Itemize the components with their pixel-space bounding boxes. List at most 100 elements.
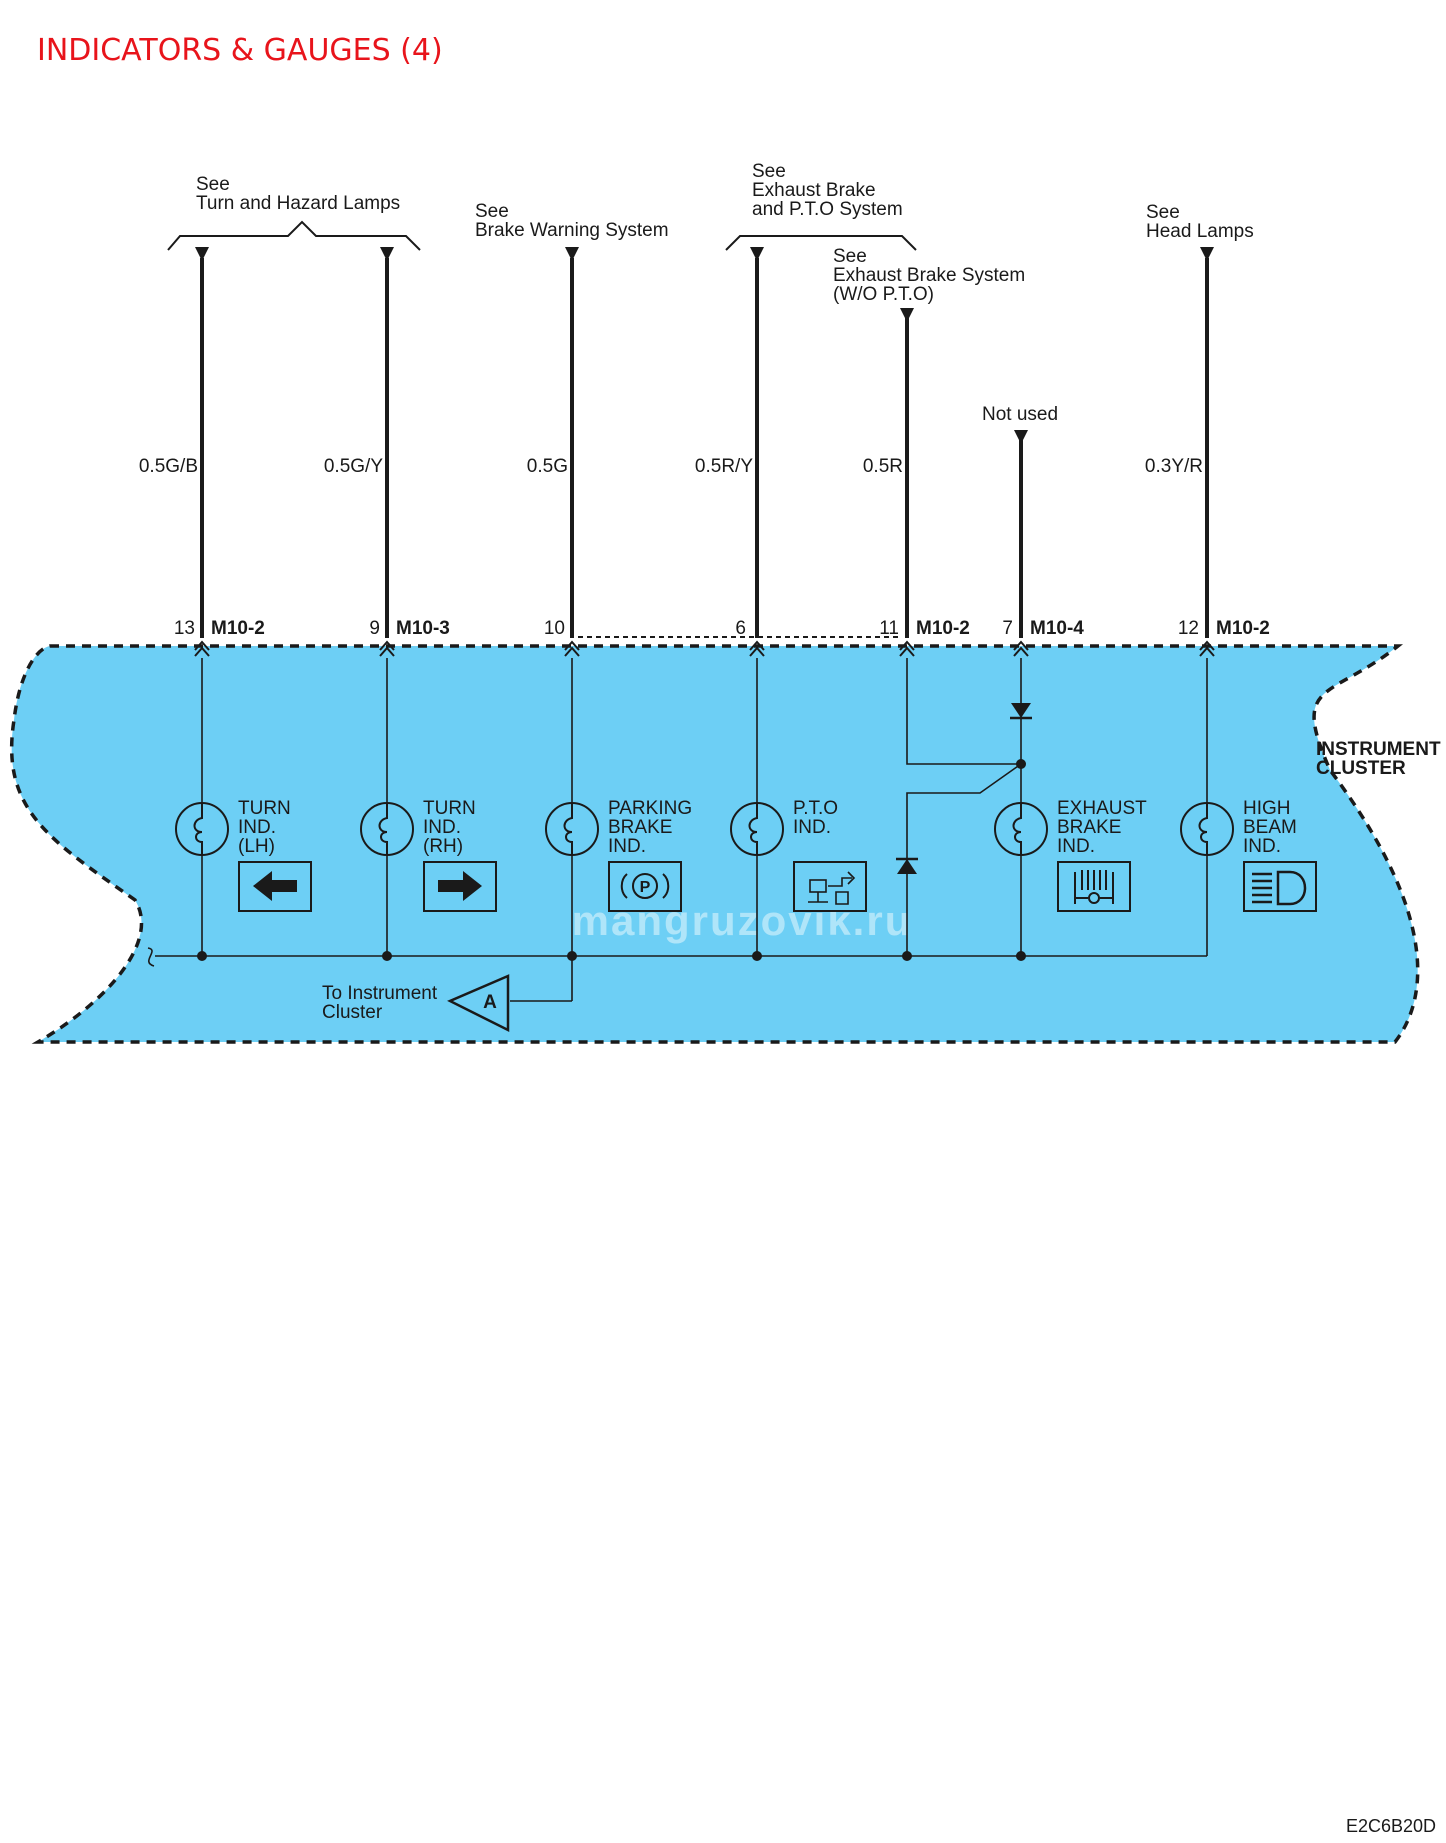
ref-brake-warning-system: Brake Warning System [475,220,669,241]
junction-dot [1016,759,1026,769]
pin-number: 6 [735,618,746,639]
ref-turn-hazard-system: Turn and Hazard Lamps [196,193,400,214]
ref-turn-hazard: See Turn and Hazard Lamps [196,174,400,214]
connector-chevron [564,646,580,657]
parking-brake-icon: P [608,861,682,912]
ref-exhaust-pto-line2: and P.T.O System [752,199,903,220]
indicator-label-parking-brake: PARKING BRAKE IND. [608,798,692,857]
connector-chevron [379,640,395,651]
bulb-icon [730,802,784,856]
connector-code: M10-2 [211,618,265,639]
diagram-code: E2C6B20D [1346,1816,1436,1836]
arrow-pto [750,247,764,261]
arrow-parking-brake [565,247,579,261]
left-arrow-icon [238,861,312,912]
indicator-label-high-beam: HIGH BEAM IND. [1243,798,1297,857]
connector-chevron [379,646,395,657]
ref-head-lamps-see: See [1146,202,1180,223]
connector-chevron [1013,640,1029,651]
ref-exhaust-wo-pto-line2: (W/O P.T.O) [833,284,934,305]
ref-head-lamps-system: Head Lamps [1146,221,1254,242]
bulb-icon [175,802,229,856]
bracket-turn-hazard [167,220,421,251]
bracket-exhaust-pto [725,235,917,251]
arrow-turn-rh [380,247,394,261]
connector-code: M10-2 [916,618,970,639]
indicator-label-line: TURN [238,798,291,819]
indicator-label-line: BRAKE [1057,817,1121,838]
parking-brake-icon-letter: P [640,879,651,896]
indicator-label-line: EXHAUST [1057,798,1147,819]
indicator-label-line: IND. [1243,836,1281,857]
indicator-label-exhaust-brake: EXHAUST BRAKE IND. [1057,798,1147,857]
connector-chevron [899,646,915,657]
diode-lower [896,857,918,874]
pin-number: 11 [879,618,899,639]
junction-dot [1016,951,1026,961]
ref-exhaust-wo-pto-see: See [833,246,867,267]
connector-chevron [194,646,210,657]
indicator-label-line: PARKING [608,798,692,819]
wire-label-5: 0.5R [863,456,903,477]
high-beam-icon [1243,861,1317,912]
exhaust-brake-icon [1057,861,1131,912]
instrument-cluster-region [9,644,1420,1044]
bulb-icon [994,802,1048,856]
instrument-cluster-ref-line1: To Instrument [322,983,438,1004]
indicator-label-turn-rh: TURN IND. (RH) [423,798,476,857]
junction-dot [902,951,912,961]
wire-label-4: 0.5R/Y [695,456,753,477]
connector-a-symbol: A [447,974,510,1033]
indicator-label-line: IND. [238,817,276,838]
connector-code: M10-3 [396,618,450,639]
pin-number: 9 [369,618,380,639]
ref-not-used: Not used [982,404,1058,425]
pin-number: 12 [1178,618,1199,639]
junction-dot [567,951,577,961]
bulb-icon [360,802,414,856]
bulb-icon [545,802,599,856]
bulb-icon [1180,802,1234,856]
connector-chevron [749,646,765,657]
arrow-exhaust-wo-pto [900,308,914,322]
connector-chevron [1013,646,1029,657]
connector-code: M10-4 [1030,618,1084,639]
ref-exhaust-pto: See Exhaust Brake and P.T.O System [752,161,903,220]
indicator-label-line: IND. [793,817,831,838]
connector-chevron [194,640,210,651]
connector-chevron [749,640,765,651]
ref-brake-warning-see: See [475,201,509,222]
indicator-label-line: P.T.O [793,798,838,819]
connector-chevron [899,640,915,651]
ref-exhaust-wo-pto: See Exhaust Brake System (W/O P.T.O) [833,246,1025,305]
internal-wire-diode-branch [906,763,1022,956]
ref-brake-warning: See Brake Warning System [475,201,669,241]
ref-head-lamps: See Head Lamps [1146,202,1254,242]
indicator-label-line: BEAM [1243,817,1297,838]
indicator-label-line: TURN [423,798,476,819]
right-arrow-icon [423,861,497,912]
pin-number: 7 [1002,618,1013,639]
connector-chevron [1199,640,1215,651]
cluster-label-line2: CLUSTER [1316,758,1406,779]
connector-chevron [1199,646,1215,657]
arrow-not-used [1014,430,1028,444]
indicator-label-line: (RH) [423,836,463,857]
wire-label-6: 0.3Y/R [1145,456,1203,477]
pto-icon [793,861,867,912]
cluster-label-line1: INSTRUMENT [1316,739,1441,760]
indicator-label-line: (LH) [238,836,275,857]
indicator-label-line: IND. [608,836,646,857]
pin-number: 13 [174,618,195,639]
bus-break-symbol [147,947,155,967]
indicator-label-line: HIGH [1243,798,1291,819]
internal-wire-exhaust-feed [906,658,1021,765]
ref-exhaust-pto-line1: Exhaust Brake [752,180,876,201]
ref-exhaust-wo-pto-line1: Exhaust Brake System [833,265,1025,286]
indicator-label-line: IND. [1057,836,1095,857]
ref-exhaust-pto-see: See [752,161,786,182]
page-title: INDICATORS & GAUGES (4) [37,33,443,68]
junction-dot [382,951,392,961]
pin-number: 10 [544,618,565,639]
